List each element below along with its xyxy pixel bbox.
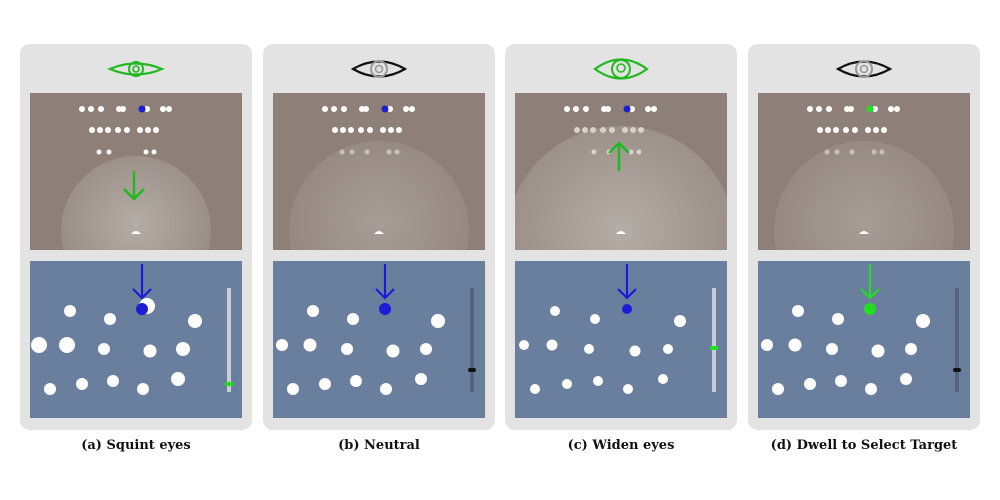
panel-caption: (b) Neutral <box>338 438 420 453</box>
first-person-view <box>515 93 727 250</box>
neutral-eye-icon <box>835 60 893 78</box>
panel-dwell: (d) Dwell to Select Target <box>748 44 980 453</box>
squint-eye-icon <box>107 61 165 77</box>
panel-neutral: (b) Neutral <box>263 44 495 453</box>
first-person-view <box>30 93 242 250</box>
panel-caption: (c) Widen eyes <box>567 438 675 453</box>
wide-eye-icon <box>593 58 649 80</box>
panel-squint: (a) Squint eyes <box>20 44 252 453</box>
top-down-view <box>758 261 970 418</box>
neutral-eye-icon <box>350 60 408 78</box>
panel-caption: (a) Squint eyes <box>81 438 191 453</box>
panel-widen: (c) Widen eyes <box>505 44 737 453</box>
first-person-view <box>273 93 485 250</box>
first-person-view <box>758 93 970 250</box>
panel-caption: (d) Dwell to Select Target <box>770 438 958 453</box>
top-down-view <box>30 261 242 418</box>
top-down-view <box>515 261 727 418</box>
top-down-view <box>273 261 485 418</box>
